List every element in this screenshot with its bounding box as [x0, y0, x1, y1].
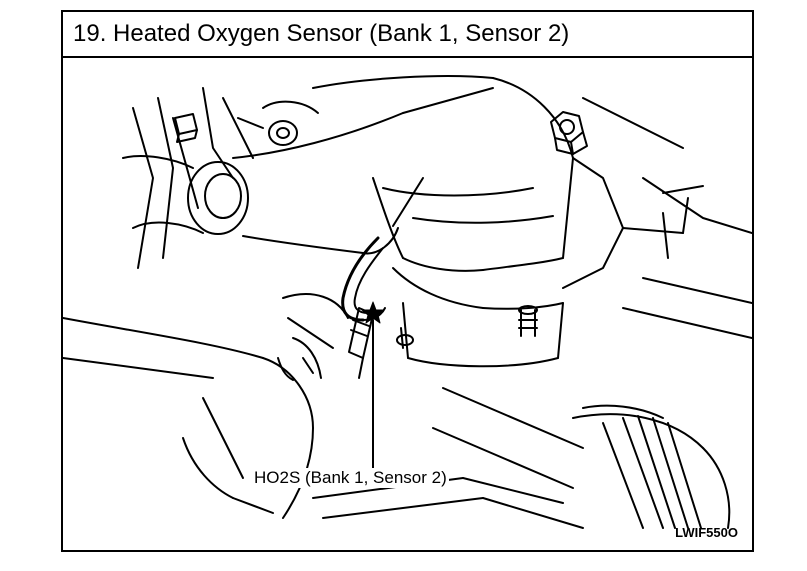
sensor-callout-label: HO2S (Bank 1, Sensor 2): [252, 468, 449, 488]
sensor-star-icon: [361, 301, 385, 324]
exhaust-illustration: HO2S (Bank 1, Sensor 2) LWIF550O: [63, 58, 752, 550]
underbody-panel: [582, 97, 752, 339]
diagram-frame: 19. Heated Oxygen Sensor (Bank 1, Sensor…: [61, 10, 754, 552]
title-bar: 19. Heated Oxygen Sensor (Bank 1, Sensor…: [63, 12, 752, 58]
top-stud: [237, 100, 319, 146]
converter-housing: [312, 75, 689, 289]
page-title: 19. Heated Oxygen Sensor (Bank 1, Sensor…: [73, 20, 570, 47]
exhaust-flange: [392, 267, 564, 368]
figure-code: LWIF550O: [675, 525, 738, 540]
upper-left-bolt: [174, 113, 198, 143]
lower-right-pipe: [432, 387, 731, 529]
front-exhaust-pipe: [187, 87, 494, 255]
upper-bracket: [122, 87, 254, 269]
upper-right-nut: [550, 111, 588, 155]
heat-shield: [277, 293, 349, 381]
rear-exhaust-pipe: [63, 317, 314, 519]
